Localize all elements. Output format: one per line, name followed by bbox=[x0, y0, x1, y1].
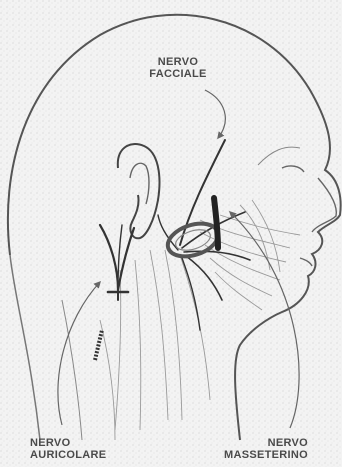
label-masseteric-nerve: NERVO MASSETERINO bbox=[196, 437, 308, 461]
label-auricular-nerve-line1: NERVO bbox=[30, 437, 110, 449]
label-facial-nerve: NERVO FACCIALE bbox=[138, 56, 218, 80]
label-facial-nerve-line2: FACCIALE bbox=[138, 68, 218, 80]
label-masseteric-nerve-line2: MASSETERINO bbox=[196, 449, 308, 461]
label-masseteric-nerve-line1: NERVO bbox=[196, 437, 308, 449]
label-auricular-nerve-line2: AURICOLARE bbox=[30, 449, 110, 461]
label-auricular-nerve: NERVO AURICOLARE bbox=[30, 437, 110, 461]
label-facial-nerve-line1: NERVO bbox=[138, 56, 218, 68]
